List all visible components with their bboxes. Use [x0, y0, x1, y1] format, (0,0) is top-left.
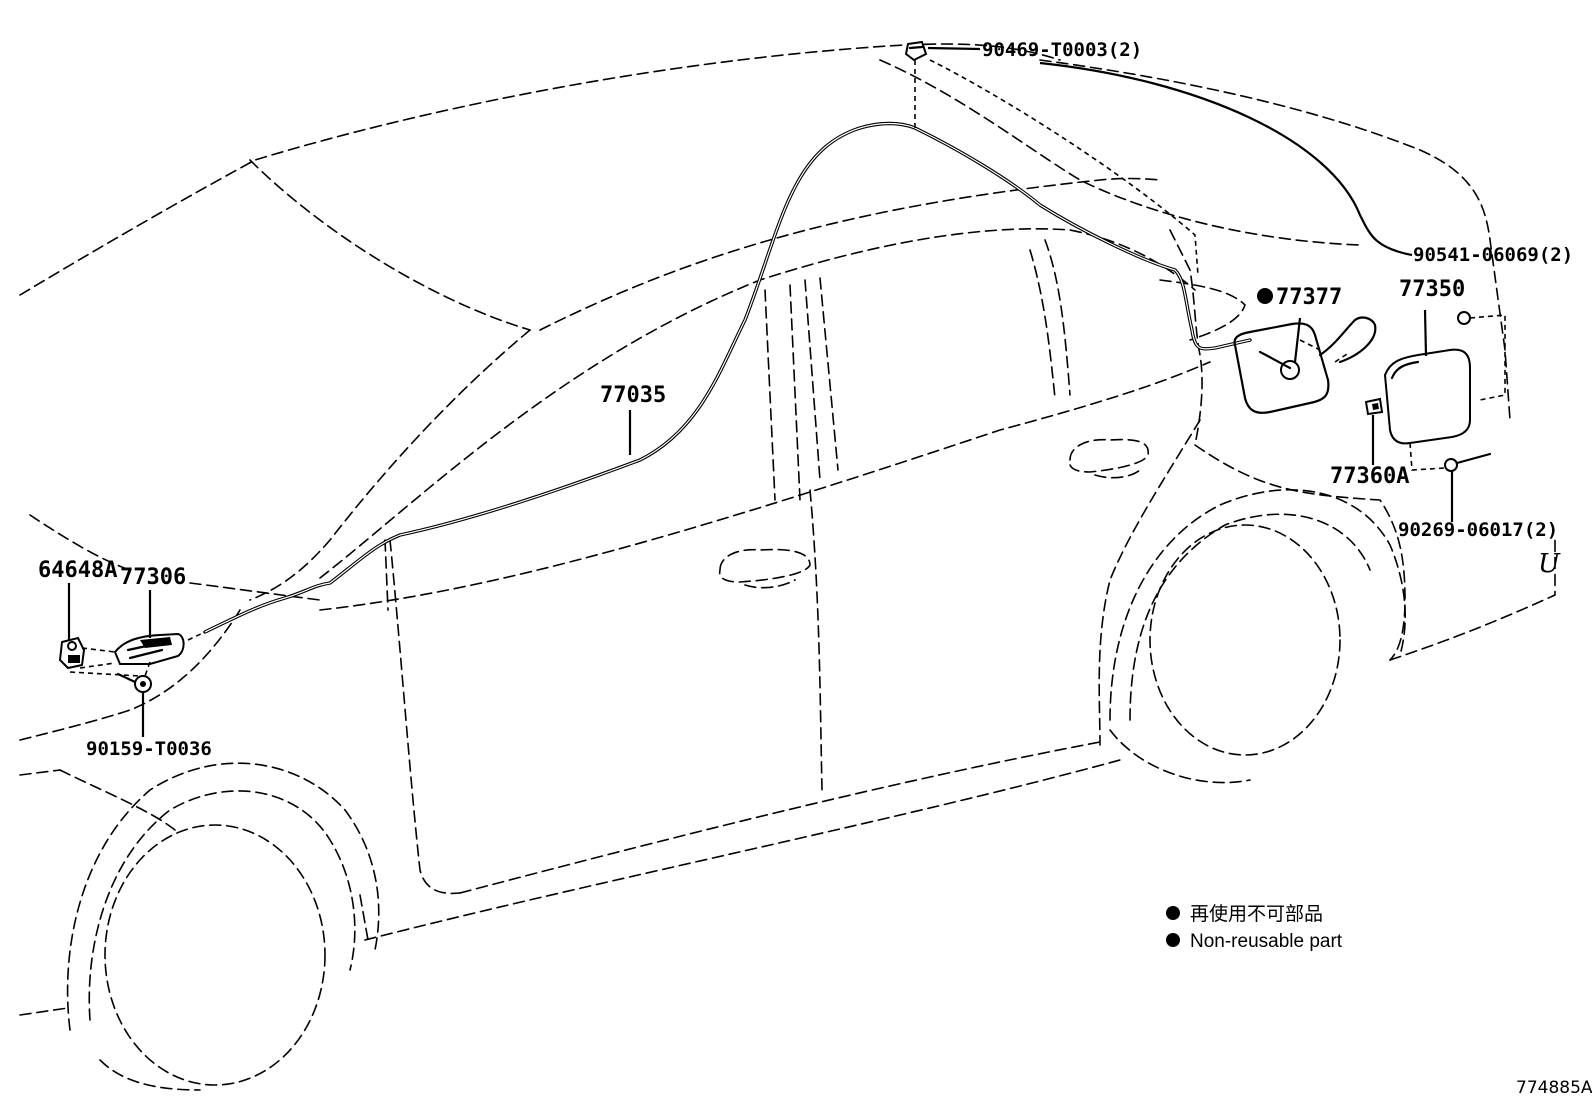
- label-90159-t0036: 90159-T0036: [86, 738, 212, 760]
- label-77306: 77306: [120, 565, 186, 590]
- cushion-77360a: [1364, 397, 1384, 416]
- rear-wheel: [1109, 489, 1406, 784]
- clip-90469-t0003: [904, 40, 928, 62]
- lever-77306: [113, 632, 185, 665]
- fuel-lid-77350: [1383, 348, 1471, 445]
- front-wheel: [19, 762, 380, 1091]
- clip-guide-lines: [914, 59, 1199, 276]
- label-90541-06069: 90541-06069(2): [1413, 244, 1573, 266]
- screw-90269-06017: [1444, 452, 1492, 472]
- legend: 再使用不可部品 Non-reusable part: [1166, 903, 1343, 952]
- release-cable: [203, 121, 1252, 634]
- non-reusable-dot-77377: [1257, 288, 1273, 304]
- car-body-outline: [19, 43, 1556, 941]
- label-77377: 77377: [1276, 285, 1342, 310]
- bracket-64648a: [58, 636, 86, 670]
- diagram-code: 774885A: [1516, 1078, 1592, 1098]
- leader-lines: [67, 46, 1454, 737]
- rear-assembly-dashes: [1334, 314, 1506, 471]
- rear-door-handle: [1068, 438, 1149, 479]
- fuel-lid-housing-77377: [1233, 316, 1377, 414]
- bolt-90159-t0036: [116, 672, 152, 693]
- label-77035: 77035: [600, 383, 666, 408]
- front-door-handle: [718, 548, 811, 589]
- label-77350: 77350: [1399, 277, 1465, 302]
- label-77360a: 77360A: [1330, 464, 1409, 489]
- nut-90541-06069: [1457, 311, 1471, 325]
- corner-mark: U: [1538, 549, 1561, 579]
- label-64648a: 64648A: [38, 558, 117, 583]
- label-90469-t0003: 90469-T0003(2): [982, 39, 1142, 61]
- legend-english: Non-reusable part: [1190, 931, 1343, 952]
- front-assembly-dashes: [69, 631, 206, 677]
- label-90269-06017: 90269-06017(2): [1398, 519, 1558, 541]
- legend-japanese: 再使用不可部品: [1190, 903, 1323, 925]
- legend-dot-english: [1166, 933, 1180, 947]
- part-labels: 90469-T0003(2) 90541-06069(2) 77377 7735…: [38, 39, 1573, 760]
- legend-dot-japanese: [1166, 906, 1180, 920]
